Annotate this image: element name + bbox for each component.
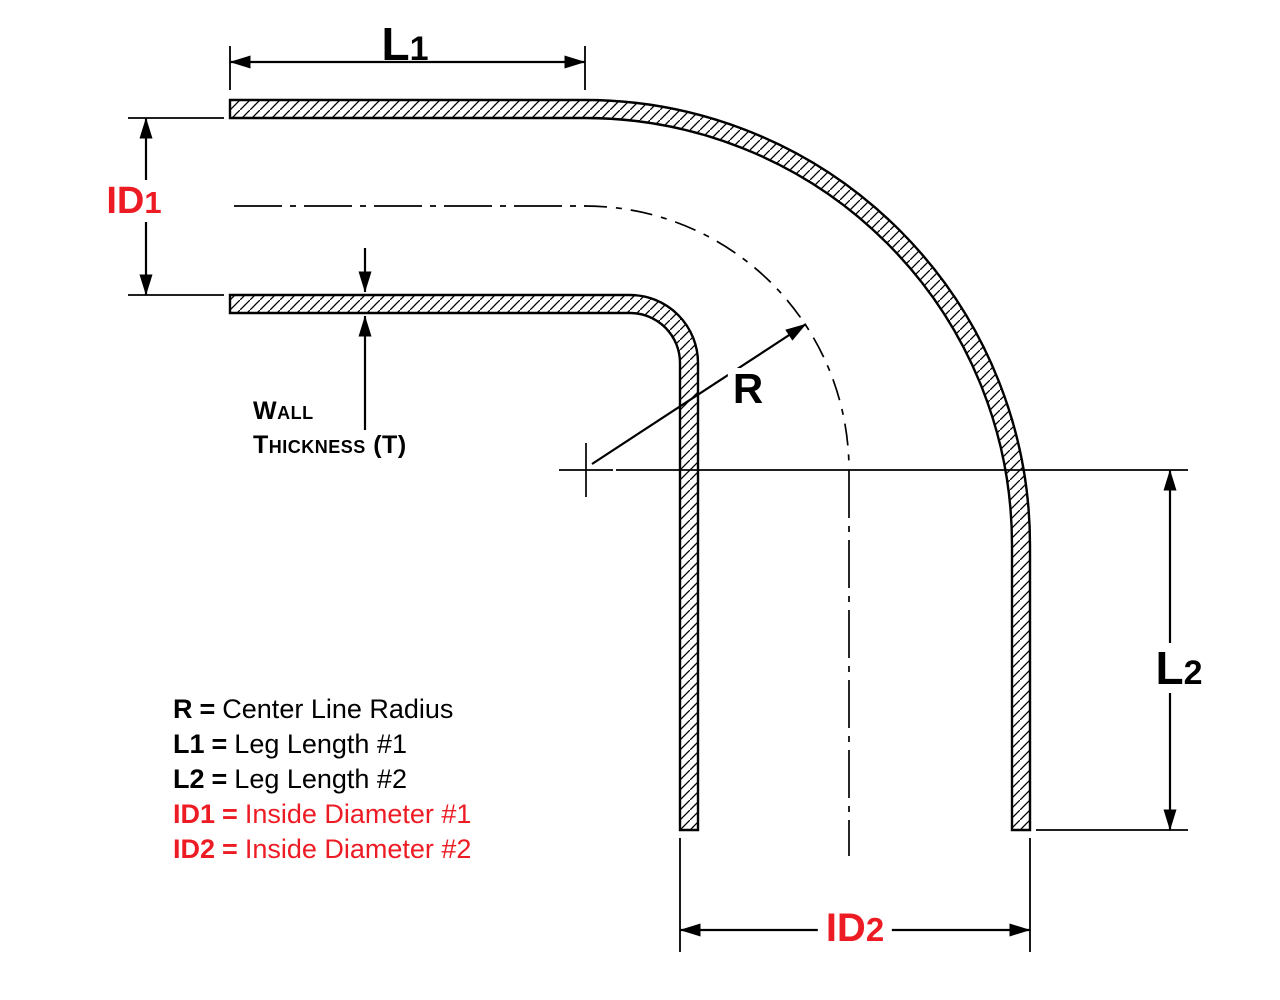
legend-definition: Center Line Radius <box>222 694 454 724</box>
legend-term: L1 <box>173 729 205 759</box>
elbow-outer-wall <box>228 98 1032 832</box>
radius-center-cross <box>559 443 613 497</box>
legend-equals: = <box>222 799 238 829</box>
l2-label: L2 <box>1147 642 1211 694</box>
legend-item-l2: L2=Leg Length #2 <box>173 762 471 797</box>
l1-label-sub: 1 <box>409 30 429 68</box>
elbow-tube <box>228 98 1032 832</box>
legend-equals: = <box>211 764 228 794</box>
id2-label: ID2 <box>817 906 893 950</box>
legend-term: ID1 <box>173 799 216 829</box>
legend-item-r: R=Center Line Radius <box>173 692 471 727</box>
legend-term: R <box>173 694 193 724</box>
dimension-l2 <box>616 469 1188 831</box>
legend: R=Center Line Radius L1=Leg Length #1 L2… <box>173 692 471 867</box>
id1-label: ID1 <box>98 180 170 222</box>
id2-label-sub: 2 <box>865 911 885 948</box>
legend-item-l1: L1=Leg Length #1 <box>173 727 471 762</box>
legend-equals: = <box>222 834 238 864</box>
l2-label-sub: 2 <box>1183 654 1203 692</box>
id1-label-main: ID <box>106 180 145 222</box>
legend-definition: Leg Length #1 <box>234 729 407 759</box>
legend-definition: Leg Length #2 <box>234 764 407 794</box>
l1-label-main: L <box>381 18 410 70</box>
l2-label-main: L <box>1155 642 1184 694</box>
id1-label-sub: 1 <box>144 185 162 220</box>
legend-definition: Inside Diameter #1 <box>244 799 472 829</box>
radius-annotation <box>559 323 807 497</box>
legend-item-id2: ID2=Inside Diameter #2 <box>173 832 471 867</box>
legend-equals: = <box>199 694 216 724</box>
legend-definition: Inside Diameter #2 <box>244 834 472 864</box>
wall-thickness-label-line1: Wall <box>253 397 314 425</box>
wall-thickness-label-line2: Thickness (T) <box>253 431 407 459</box>
r-label: R <box>727 368 769 410</box>
wall-thickness-label: Wall Thickness (T) <box>253 394 407 462</box>
dimension-l1 <box>229 46 586 90</box>
centerline-arc <box>584 205 850 471</box>
legend-term: L2 <box>173 764 205 794</box>
radius-arrow <box>591 323 807 465</box>
l1-label: L1 <box>381 21 428 67</box>
id2-label-main: ID <box>825 906 866 950</box>
elbow-inner-wall <box>228 293 700 832</box>
legend-item-id1: ID1=Inside Diameter #1 <box>173 797 471 832</box>
centerlines <box>234 205 850 856</box>
legend-equals: = <box>211 729 228 759</box>
legend-term: ID2 <box>173 834 216 864</box>
